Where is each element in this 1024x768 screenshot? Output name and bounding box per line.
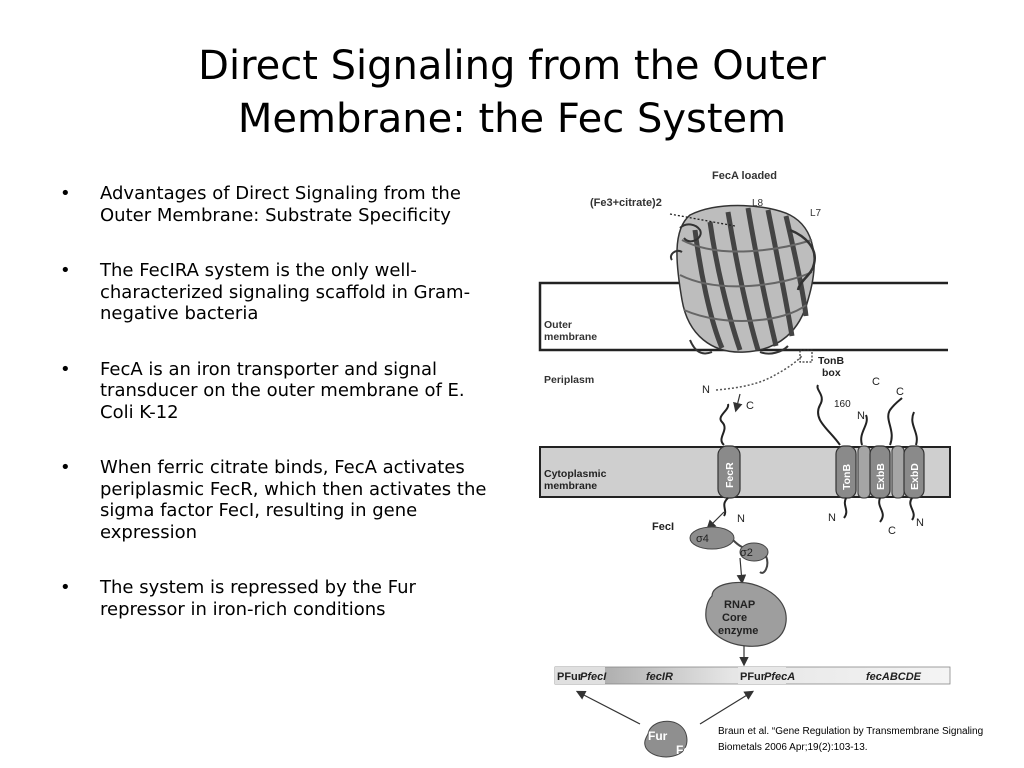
bullet-text: When ferric citrate binds, FecA activate…	[100, 457, 487, 543]
bullet-marker: •	[60, 260, 71, 281]
c-terminus-label-1: C	[746, 400, 754, 412]
feca-n-terminal-extension	[715, 355, 803, 391]
n-terminus-label-4: N	[828, 512, 836, 524]
rnap-core-enzyme: RNAP Core enzyme	[705, 581, 787, 667]
gene-operon-bar: PFur PfecI fecIR PFur PfecA fecABCDE	[554, 666, 951, 685]
n-terminus-label-5: N	[916, 517, 924, 529]
fe2-label: Fe2+	[676, 743, 704, 757]
substrate-label: (Fe3+citrate)2	[590, 197, 662, 209]
bullet-item: • FecA is an iron transporter and signal …	[58, 359, 498, 424]
exbd-label: ExbD	[909, 463, 921, 490]
fur-repressor: Fur Fe2+	[575, 690, 755, 758]
fur-label: Fur	[648, 729, 668, 743]
bullet-item: • Advantages of Direct Signaling from the…	[58, 183, 498, 226]
promoter-pfur-2: PFur	[740, 671, 766, 683]
citation: Braun et al. “Gene Regulation by Transme…	[718, 724, 1024, 756]
num-160-label: 160	[834, 399, 851, 410]
bullet-text: The system is repressed by the Fur repre…	[100, 577, 416, 620]
bullet-marker: •	[60, 577, 71, 598]
bullet-marker: •	[60, 358, 71, 380]
c-terminus-label-4: C	[888, 525, 896, 537]
bullet-text: Advantages of Direct Signaling from the …	[100, 183, 461, 226]
feci-label: FecI	[652, 521, 674, 533]
gene-fecir: fecIR	[646, 671, 673, 683]
fecr-label: FecR	[724, 462, 736, 488]
n-terminus-label-3: N	[857, 410, 865, 422]
sigma4-label: σ4	[696, 533, 709, 545]
rnap-label-2: Core	[722, 612, 747, 624]
tonb-box-label-2: box	[822, 367, 841, 379]
bullet-item: • The system is repressed by the Fur repr…	[58, 577, 498, 620]
slide-title: Direct Signaling from the Outer Membrane…	[100, 40, 924, 146]
n-terminus-label-2: N	[737, 513, 745, 525]
citation-line-1: Braun et al. “Gene Regulation by Transme…	[718, 726, 984, 737]
fecr-protein: FecR N	[717, 403, 745, 525]
periplasm-label: Periplasm	[544, 374, 594, 386]
tonb-box: TonB box	[799, 349, 844, 379]
feca-loaded-label: FecA loaded	[712, 170, 777, 182]
bullet-item: • When ferric citrate binds, FecA activat…	[58, 457, 498, 543]
bullet-marker: •	[60, 183, 71, 204]
cytoplasmic-membrane-label-1: Cytoplasmic	[544, 468, 607, 480]
outer-membrane-label-2: membrane	[544, 331, 597, 343]
sigma2-label: σ2	[740, 547, 753, 559]
slide-title-line-2: Membrane: the Fec System	[237, 96, 787, 142]
bullet-marker: •	[60, 457, 71, 478]
rnap-label-3: enzyme	[718, 625, 758, 637]
promoter-pfur-1: PFur	[557, 671, 583, 683]
gene-fecabcde: fecABCDE	[866, 671, 922, 683]
bullet-text: FecA is an iron transporter and signal t…	[100, 358, 465, 423]
exbb-label: ExbB	[875, 463, 887, 490]
slide-title-line-1: Direct Signaling from the Outer	[198, 43, 826, 89]
feca-barrel: FecA loaded (Fe3+citrate)2 L8 L7	[590, 170, 822, 355]
loop-l7-label: L7	[810, 208, 822, 219]
loop-l8-label: L8	[752, 198, 764, 209]
tonb-label: TonB	[841, 464, 853, 490]
c-terminus-label-3: C	[896, 386, 904, 398]
tonb-box-label-1: TonB	[818, 355, 844, 367]
tonb-exbb-exbd-complex: 160 C C N TonB ExbB ExbD N C N	[816, 376, 925, 537]
bullet-item: • The FecIRA system is the only well-char…	[58, 260, 498, 325]
rnap-label-1: RNAP	[724, 599, 755, 611]
feci-sigma-factor: FecI σ4 σ2	[652, 511, 769, 585]
promoter-pfeca: PfecA	[764, 671, 795, 683]
c-terminus-label-2: C	[872, 376, 880, 388]
n-terminus-label-1: N	[702, 384, 710, 396]
outer-membrane-label-1: Outer	[544, 319, 572, 331]
cytoplasmic-membrane-label-2: membrane	[544, 480, 597, 492]
bullet-text: The FecIRA system is the only well-chara…	[100, 260, 471, 324]
fec-system-diagram: Outer membrane Cytoplasmic membrane Peri…	[538, 170, 951, 758]
citation-line-2: Biometals 2006 Apr;19(2):103-13.	[718, 742, 868, 753]
bullet-list: • Advantages of Direct Signaling from the…	[58, 183, 498, 654]
promoter-pfeci: PfecI	[580, 671, 607, 683]
